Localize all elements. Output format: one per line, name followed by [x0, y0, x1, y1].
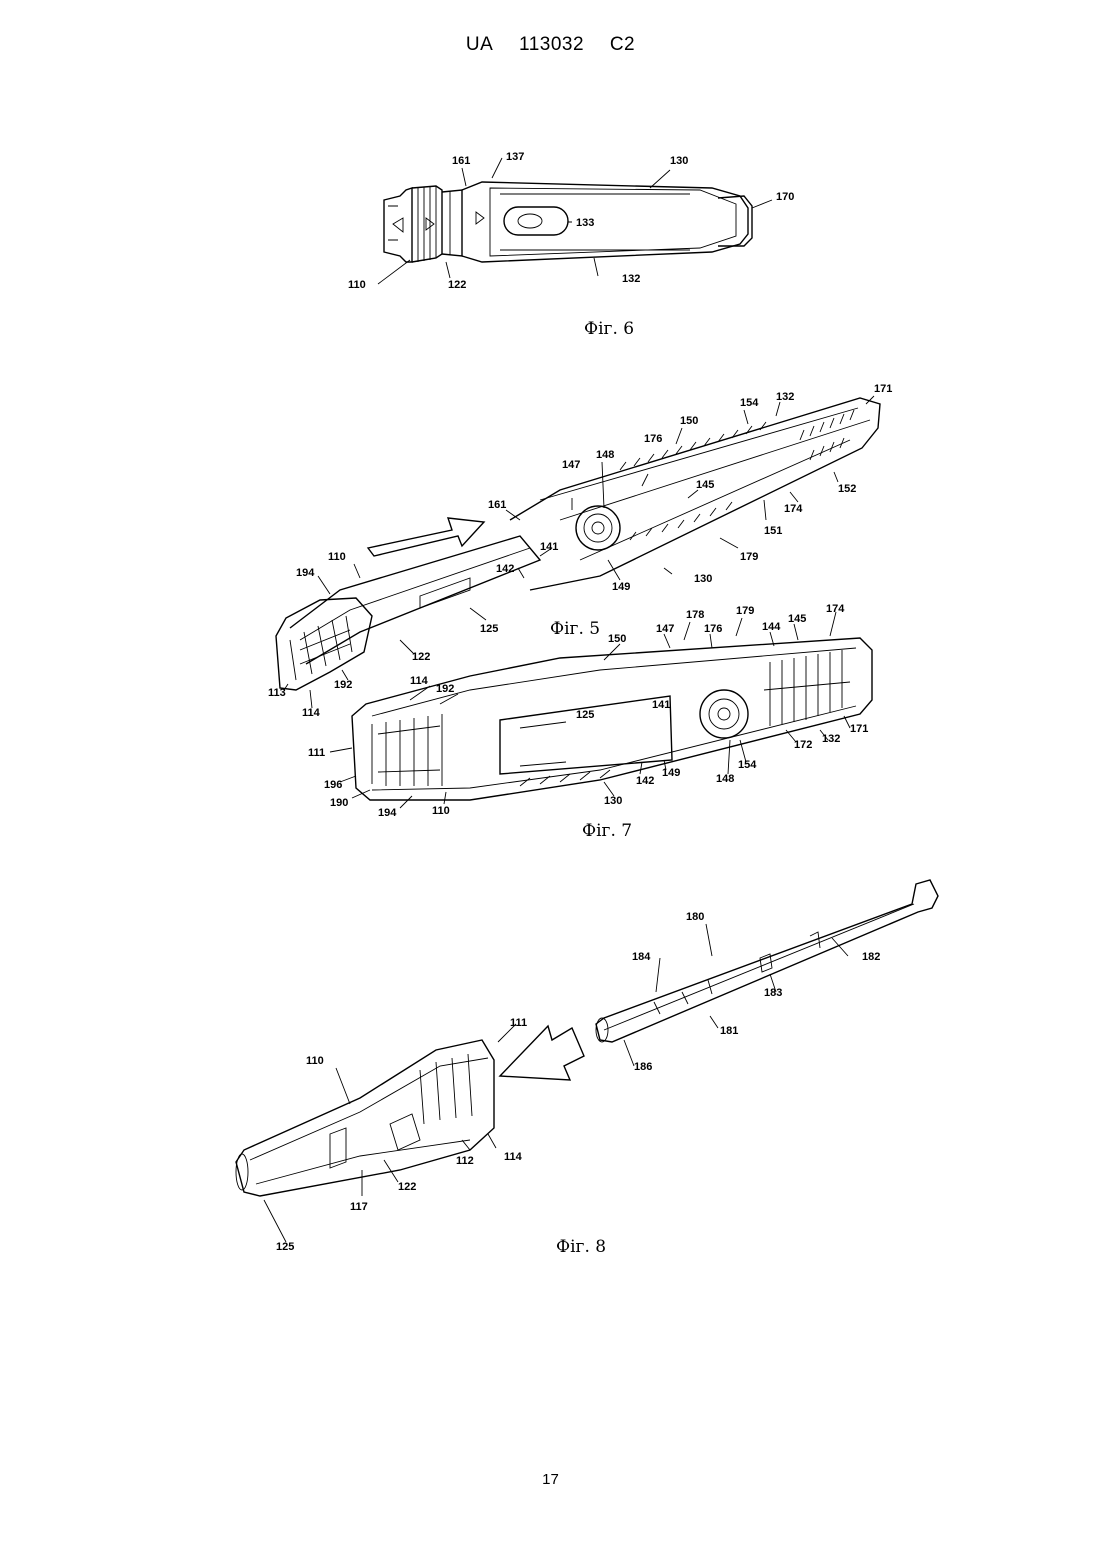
fig8-label: 112: [456, 1155, 474, 1167]
fig8-label: 184: [632, 951, 651, 963]
figure-7-drawing: [330, 612, 872, 808]
fig5-label: 161: [488, 499, 506, 511]
fig5-label: 132: [776, 391, 794, 403]
fig5-label: 151: [764, 525, 782, 537]
fig7-label: 145: [788, 613, 806, 625]
fig6-label: 122: [448, 279, 466, 291]
figure-5-labels: 171 132 154 150 176 148 147 145 161 152 …: [268, 383, 892, 719]
fig6-label: 170: [776, 191, 794, 203]
figure-6-drawing: [378, 158, 772, 284]
figure-6-caption: Фіг. 6: [584, 319, 634, 339]
fig5-label: 110: [328, 551, 346, 563]
fig5-label: 149: [612, 581, 630, 593]
fig7-label: 194: [378, 807, 397, 819]
fig7-label: 114: [410, 675, 429, 687]
fig7-label: 130: [604, 795, 622, 807]
fig5-label: 176: [644, 433, 662, 445]
fig7-label: 125: [576, 709, 594, 721]
fig7-label: 132: [822, 733, 840, 745]
fig6-label: 137: [506, 151, 524, 163]
fig5-label: 150: [680, 415, 698, 427]
fig7-label: 154: [738, 759, 757, 771]
fig7-label: 192: [436, 683, 454, 695]
fig7-label: 141: [652, 699, 670, 711]
fig7-label: 174: [826, 603, 845, 615]
fig7-label: 171: [850, 723, 868, 735]
fig5-label: 130: [694, 573, 712, 585]
fig7-label: 110: [432, 805, 450, 817]
fig5-label: 179: [740, 551, 758, 563]
fig5-label: 122: [412, 651, 430, 663]
fig5-label: 114: [302, 707, 321, 719]
fig7-label: 176: [704, 623, 722, 635]
fig8-label: 186: [634, 1061, 652, 1073]
fig7-label: 148: [716, 773, 734, 785]
fig5-label: 113: [268, 687, 286, 699]
fig6-label: 161: [452, 155, 470, 167]
fig7-label: 142: [636, 775, 654, 787]
fig7-label: 147: [656, 623, 674, 635]
fig7-label: 150: [608, 633, 626, 645]
fig8-label: 110: [306, 1055, 324, 1067]
figure-6-labels: 161 137 130 170 133 132 110 122: [348, 151, 794, 291]
fig7-label: 111: [308, 747, 325, 759]
fig6-label: 130: [670, 155, 688, 167]
fig5-label: 174: [784, 503, 803, 515]
figure-7-caption: Фіг. 7: [582, 821, 632, 841]
fig8-label: 181: [720, 1025, 738, 1037]
fig5-label: 145: [696, 479, 714, 491]
fig5-label: 192: [334, 679, 352, 691]
fig8-label: 125: [276, 1241, 294, 1253]
fig7-label: 178: [686, 609, 704, 621]
fig8-label: 180: [686, 911, 704, 923]
fig5-label: 152: [838, 483, 856, 495]
fig7-label: 149: [662, 767, 680, 779]
figure-5-caption: Фіг. 5: [550, 619, 600, 639]
fig8-label: 183: [764, 987, 782, 999]
fig7-label: 144: [762, 621, 781, 633]
figure-8-drawing: [236, 880, 938, 1242]
fig5-label: 154: [740, 397, 759, 409]
fig8-label: 114: [504, 1151, 523, 1163]
fig6-label: 110: [348, 279, 366, 291]
fig7-label: 172: [794, 739, 812, 751]
fig7-label: 179: [736, 605, 754, 617]
fig7-label: 190: [330, 797, 348, 809]
fig5-label: 141: [540, 541, 558, 553]
fig8-label: 117: [350, 1201, 368, 1213]
fig8-label: 182: [862, 951, 880, 963]
fig5-label: 171: [874, 383, 892, 395]
fig5-label: 125: [480, 623, 498, 635]
fig6-label: 132: [622, 273, 640, 285]
fig6-label: 133: [576, 217, 594, 229]
fig8-label: 111: [510, 1017, 527, 1029]
figure-8-caption: Фіг. 8: [556, 1237, 606, 1257]
fig5-label: 148: [596, 449, 614, 461]
fig5-label: 194: [296, 567, 315, 579]
figure-8-labels: 180 184 182 183 181 186 111 110 112 114 …: [276, 911, 880, 1253]
page-number: 17: [0, 1471, 1101, 1488]
figure-5-drawing: [276, 396, 880, 708]
fig5-label: 147: [562, 459, 580, 471]
fig7-label: 196: [324, 779, 342, 791]
fig8-label: 122: [398, 1181, 416, 1193]
fig5-label: 142: [496, 563, 514, 575]
